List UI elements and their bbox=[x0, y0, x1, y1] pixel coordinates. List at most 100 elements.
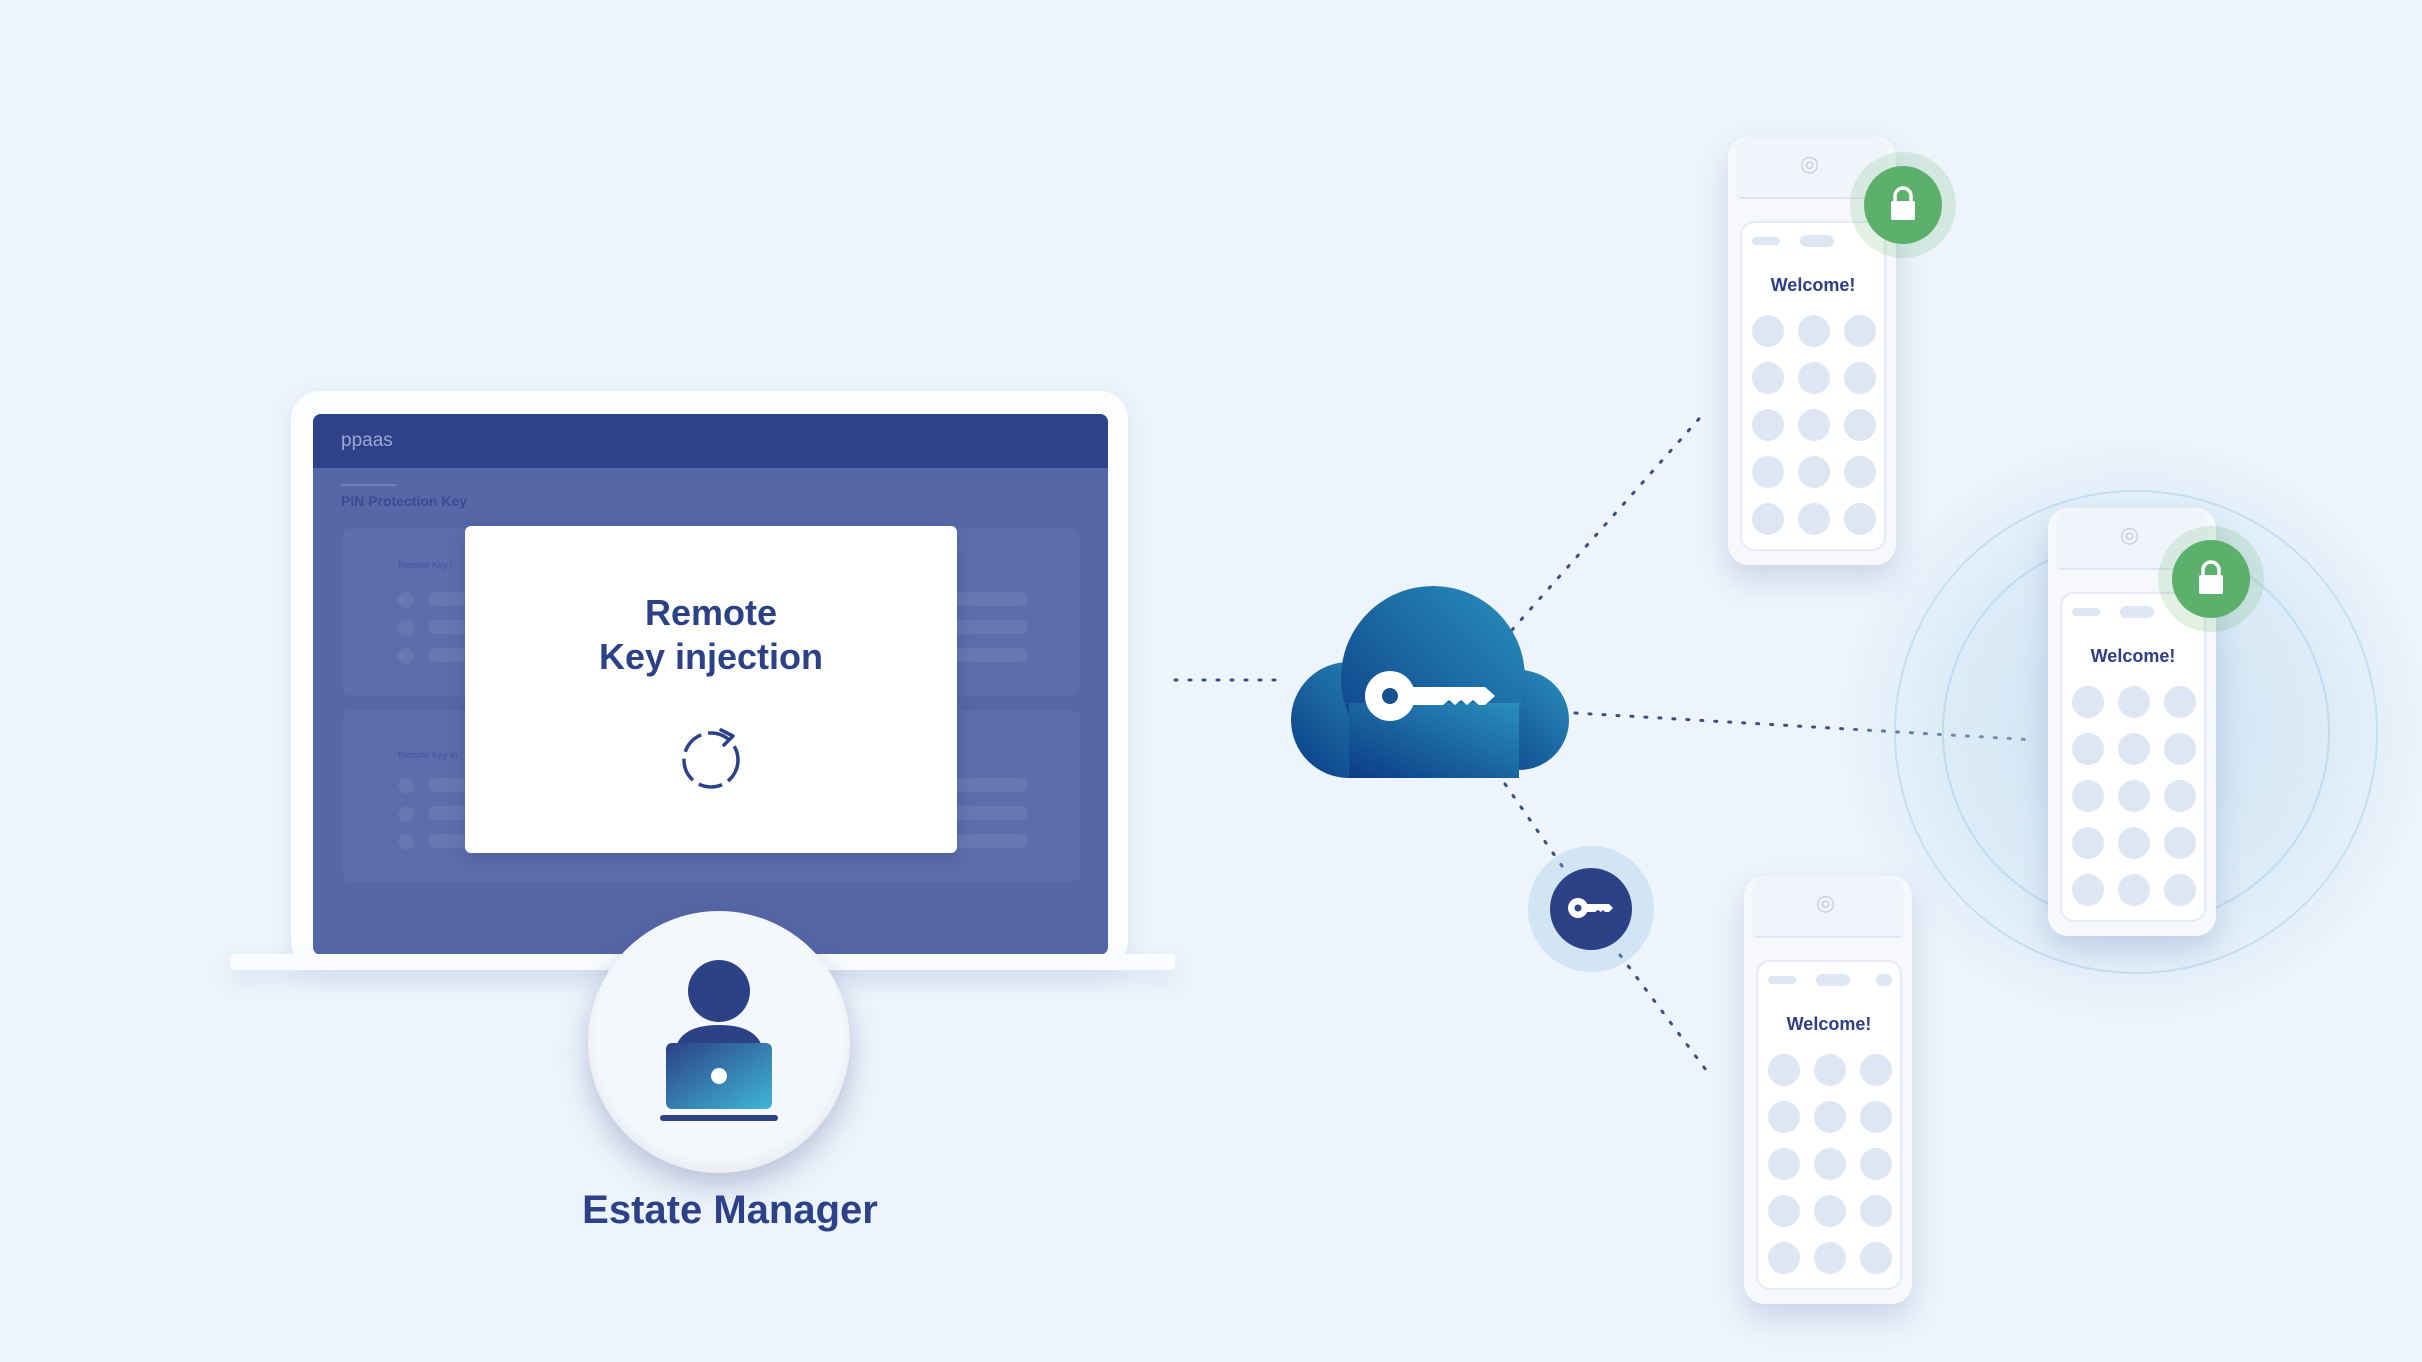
app-icon[interactable] bbox=[1768, 1148, 1800, 1180]
app-icon[interactable] bbox=[1768, 1054, 1800, 1086]
app-icon[interactable] bbox=[1844, 362, 1876, 394]
user-laptop-icon bbox=[660, 960, 778, 1121]
status-pill bbox=[2120, 606, 2154, 618]
welcome-text: Welcome! bbox=[1770, 275, 1856, 295]
app-icon[interactable] bbox=[2072, 733, 2104, 765]
app-icon[interactable] bbox=[1814, 1242, 1846, 1274]
status-pill bbox=[1876, 974, 1892, 986]
app-icon[interactable] bbox=[1768, 1195, 1800, 1227]
app-icon[interactable] bbox=[2164, 827, 2196, 859]
app-icon[interactable] bbox=[2118, 686, 2150, 718]
terminal-printer: ◎ bbox=[1736, 137, 1888, 199]
app-icon[interactable] bbox=[1798, 503, 1830, 535]
app-icon[interactable] bbox=[1752, 315, 1784, 347]
page-heading: PIN Protection Key bbox=[341, 493, 468, 509]
app-icon[interactable] bbox=[2118, 733, 2150, 765]
estate-manager-label: Estate Manager bbox=[582, 1188, 878, 1232]
app-icon[interactable] bbox=[1798, 409, 1830, 441]
terminal-screen: Welcome! bbox=[1756, 960, 1902, 1290]
app-icon[interactable] bbox=[2072, 780, 2104, 812]
app-icon[interactable] bbox=[1860, 1101, 1892, 1133]
row-dot bbox=[398, 778, 414, 794]
app-icon[interactable] bbox=[1860, 1195, 1892, 1227]
row-dot bbox=[398, 648, 414, 664]
terminal-printer: ◎ bbox=[1752, 876, 1904, 938]
row-dot bbox=[398, 592, 414, 608]
app-icon[interactable] bbox=[1844, 456, 1876, 488]
status-pill bbox=[1816, 974, 1850, 986]
cloud-key-service bbox=[1291, 586, 1569, 778]
app-icon[interactable] bbox=[1798, 362, 1830, 394]
app-icon[interactable] bbox=[2072, 827, 2104, 859]
terminal-screen: Welcome! bbox=[2060, 592, 2206, 922]
key-transit-badge bbox=[1550, 868, 1632, 950]
app-icon[interactable] bbox=[1752, 409, 1784, 441]
welcome-text: Welcome! bbox=[2090, 646, 2176, 666]
terminal-printer: ◎ bbox=[2056, 508, 2208, 570]
row-dot bbox=[398, 620, 414, 636]
terminal-screen: Welcome! bbox=[1740, 221, 1886, 551]
app-icon[interactable] bbox=[1752, 503, 1784, 535]
app-icon[interactable] bbox=[1860, 1242, 1892, 1274]
row-dot bbox=[398, 834, 414, 850]
remote-key-injection-modal: Remote Key injection bbox=[465, 526, 957, 853]
app-icon[interactable] bbox=[1768, 1101, 1800, 1133]
lock-badge bbox=[1864, 166, 1942, 244]
contactless-icon: ◎ bbox=[1816, 890, 1836, 915]
app-icon[interactable] bbox=[2164, 686, 2196, 718]
lock-icon bbox=[2199, 560, 2223, 594]
welcome-text: Welcome! bbox=[1786, 1014, 1872, 1034]
app-logo: ppaas bbox=[341, 430, 393, 451]
modal-title-line1: Remote bbox=[644, 592, 778, 633]
app-grid bbox=[1752, 315, 1877, 535]
status-dots bbox=[1768, 976, 1796, 984]
app-grid bbox=[2072, 686, 2197, 906]
line-cloud-key bbox=[1503, 782, 1564, 868]
status-dots bbox=[1752, 237, 1780, 245]
app-icon[interactable] bbox=[1798, 315, 1830, 347]
app-icon[interactable] bbox=[1814, 1195, 1846, 1227]
app-icon[interactable] bbox=[2164, 733, 2196, 765]
key-icon bbox=[1365, 671, 1495, 721]
panel-label: Remote Key I bbox=[398, 560, 453, 570]
heading-underline bbox=[341, 484, 396, 486]
app-icon[interactable] bbox=[1860, 1148, 1892, 1180]
app-grid bbox=[1768, 1054, 1893, 1274]
app-icon[interactable] bbox=[2164, 874, 2196, 906]
status-pill bbox=[1800, 235, 1834, 247]
modal-title-line2: Key injection bbox=[598, 636, 824, 677]
app-icon[interactable] bbox=[1844, 503, 1876, 535]
refresh-icon bbox=[682, 728, 740, 789]
app-icon[interactable] bbox=[2118, 780, 2150, 812]
lock-icon bbox=[1891, 186, 1915, 220]
app-header: ppaas bbox=[313, 414, 1108, 468]
estate-manager-avatar bbox=[588, 911, 850, 1173]
app-icon[interactable] bbox=[1844, 409, 1876, 441]
contactless-icon: ◎ bbox=[2120, 522, 2140, 547]
payment-terminal: ◎ Welcome! bbox=[1744, 876, 1912, 1304]
line-key-terminal-bottom bbox=[1618, 953, 1714, 1080]
app-icon[interactable] bbox=[2118, 827, 2150, 859]
app-icon[interactable] bbox=[2072, 874, 2104, 906]
row-dot bbox=[398, 806, 414, 822]
app-icon[interactable] bbox=[1798, 456, 1830, 488]
glow-ring-outer bbox=[1894, 490, 2378, 974]
status-dots bbox=[2072, 608, 2100, 616]
app-icon[interactable] bbox=[2118, 874, 2150, 906]
payment-terminal: ◎ Welcome! bbox=[2048, 508, 2216, 936]
lock-badge bbox=[2172, 540, 2250, 618]
contactless-icon: ◎ bbox=[1800, 151, 1820, 176]
app-icon[interactable] bbox=[2164, 780, 2196, 812]
app-icon[interactable] bbox=[1752, 362, 1784, 394]
app-icon[interactable] bbox=[1752, 456, 1784, 488]
app-icon[interactable] bbox=[1860, 1054, 1892, 1086]
app-icon[interactable] bbox=[1814, 1101, 1846, 1133]
key-icon bbox=[1568, 898, 1613, 918]
app-icon[interactable] bbox=[1814, 1054, 1846, 1086]
app-icon[interactable] bbox=[1814, 1148, 1846, 1180]
panel-label: Remote Key In bbox=[398, 750, 458, 760]
app-icon[interactable] bbox=[2072, 686, 2104, 718]
app-icon[interactable] bbox=[1844, 315, 1876, 347]
app-icon[interactable] bbox=[1768, 1242, 1800, 1274]
